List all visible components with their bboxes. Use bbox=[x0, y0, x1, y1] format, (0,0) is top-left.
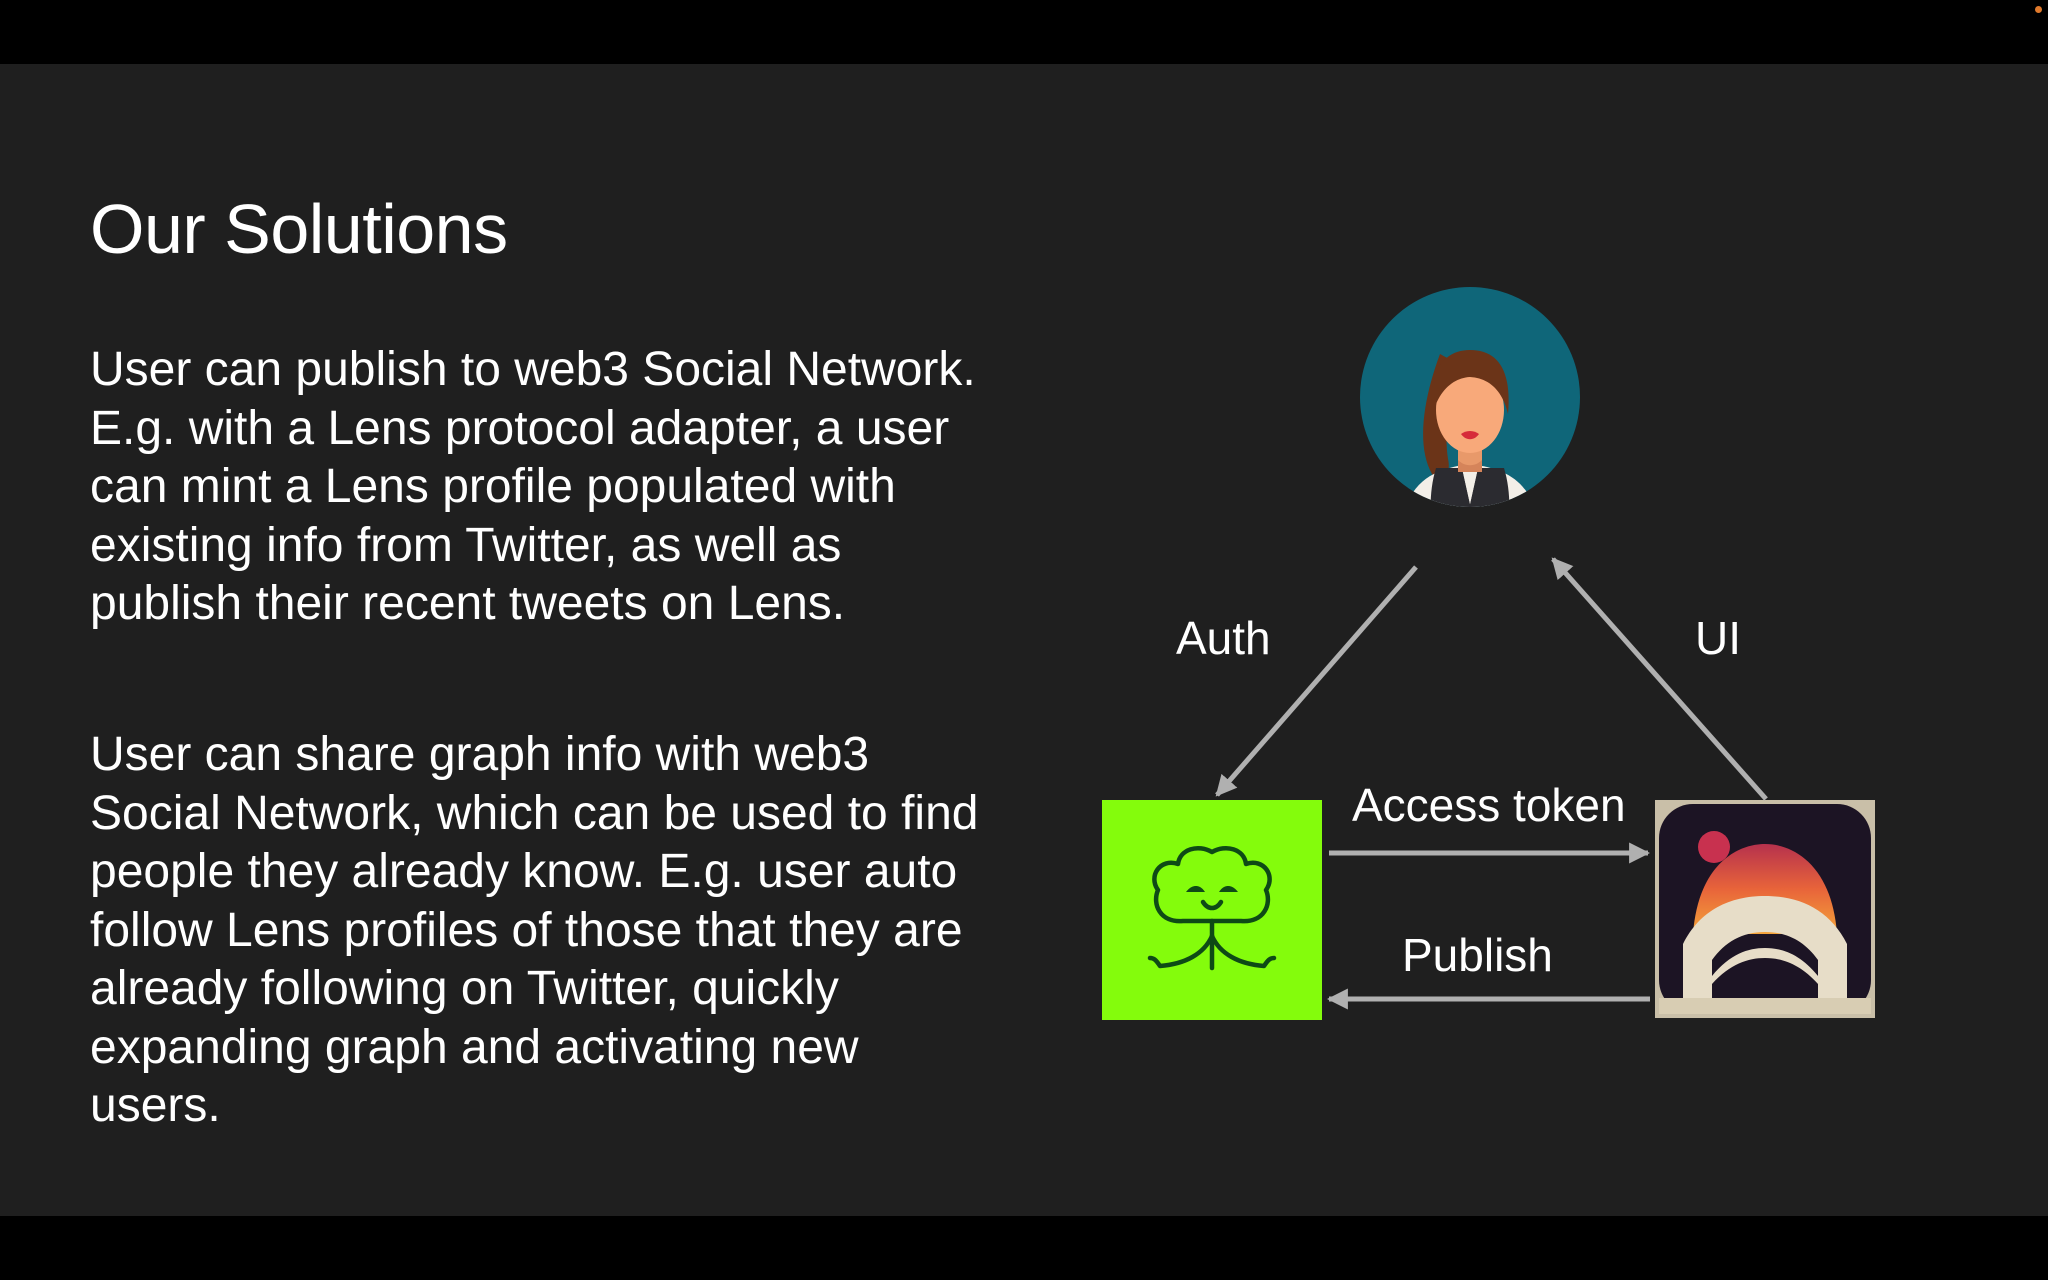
app-logo-icon bbox=[1655, 800, 1875, 1018]
slide-title: Our Solutions bbox=[90, 190, 508, 268]
paragraph-graph: User can share graph info with web3 Soci… bbox=[90, 728, 979, 1132]
architecture-diagram: Auth UI Access token Publish bbox=[1102, 287, 1875, 1020]
lens-protocol-logo-icon bbox=[1102, 800, 1322, 1020]
ui-arrow bbox=[1551, 557, 1768, 801]
slide: Our Solutions User can publish to web3 S… bbox=[0, 64, 2048, 1216]
recording-indicator-icon bbox=[2035, 6, 2042, 13]
access-token-label: Access token bbox=[1352, 779, 1626, 831]
user-avatar-icon bbox=[1360, 287, 1580, 507]
paragraph-publish: User can publish to web3 Social Network.… bbox=[90, 343, 976, 630]
auth-label: Auth bbox=[1176, 612, 1271, 664]
ui-label: UI bbox=[1695, 612, 1741, 664]
auth-arrow bbox=[1215, 565, 1418, 797]
publish-label: Publish bbox=[1402, 929, 1553, 981]
